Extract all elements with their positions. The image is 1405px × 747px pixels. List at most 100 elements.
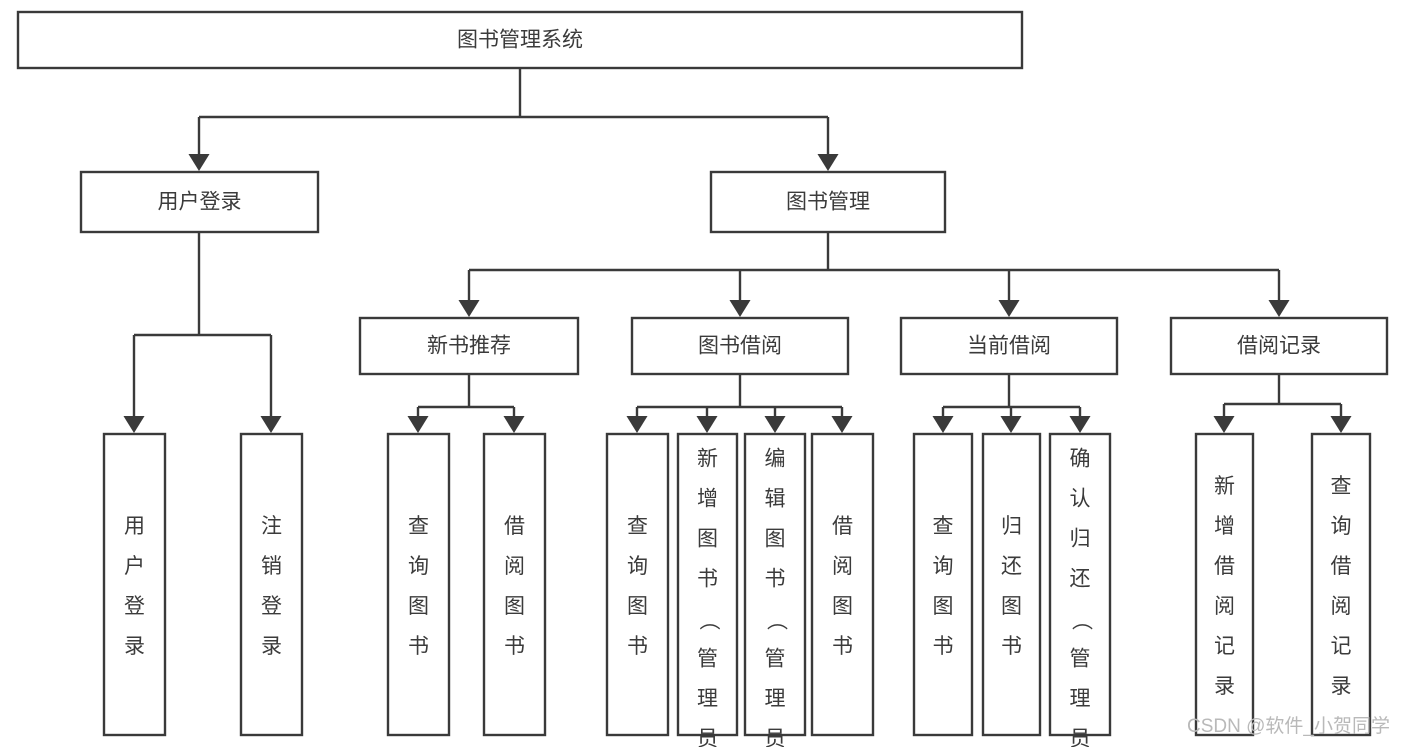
node-root[interactable]: 图书管理系统 <box>16 10 1024 70</box>
node-label-char: 阅 <box>1214 595 1235 618</box>
node-label-char: 归 <box>1001 515 1022 538</box>
arrow-head-icon <box>817 154 839 171</box>
node-label: 图书管理系统 <box>457 29 583 52</box>
node-label-char: 图 <box>1001 595 1022 618</box>
node-box[interactable] <box>1169 316 1389 376</box>
node-label: 新书推荐 <box>427 335 511 358</box>
node-box[interactable] <box>676 432 739 737</box>
node-box[interactable] <box>1048 432 1112 737</box>
node-borrow-record[interactable]: 借阅记录 <box>1169 316 1389 376</box>
node-label-char: 询 <box>933 555 954 578</box>
arrow-head-icon <box>458 300 480 317</box>
node-book-manage[interactable]: 图书管理 <box>709 170 947 234</box>
node-box[interactable] <box>709 170 947 234</box>
node-label-char: （ <box>697 610 720 631</box>
node-label-char: 理 <box>1070 688 1091 711</box>
node-box[interactable] <box>386 432 451 737</box>
arrow-head-icon <box>188 154 210 171</box>
node-label-char: 询 <box>408 555 429 578</box>
node-box[interactable] <box>810 432 875 737</box>
node-label-char: 书 <box>408 635 429 658</box>
arrow-head-icon <box>626 416 648 433</box>
node-label-char: 录 <box>1214 675 1235 698</box>
node-layer: 图书管理系统用户登录图书管理新书推荐图书借阅当前借阅借阅记录用户登录注销登录查询… <box>16 10 1389 747</box>
node-label-char: 员 <box>697 728 718 747</box>
node-box[interactable] <box>16 10 1024 70</box>
node-box[interactable] <box>239 432 304 737</box>
arrow-head-icon <box>1000 416 1022 433</box>
node-new-book-rec[interactable]: 新书推荐 <box>358 316 580 376</box>
node-box[interactable] <box>482 432 547 737</box>
node-box[interactable] <box>79 170 320 234</box>
arrow-head-icon <box>1330 416 1352 433</box>
node-label-char: 管 <box>1070 648 1091 671</box>
arrow-head-icon <box>1268 300 1290 317</box>
node-label-char: 询 <box>627 555 648 578</box>
node-label-char: 销 <box>261 555 282 578</box>
node-label: 图书借阅 <box>698 335 782 358</box>
node-label-char: 图 <box>627 595 648 618</box>
conn-borrowrecord-to-leaves <box>1213 374 1352 433</box>
node-box[interactable] <box>630 316 850 376</box>
node-user-login[interactable]: 用户登录 <box>79 170 320 234</box>
node-box[interactable] <box>1194 432 1255 737</box>
arrow-head-icon <box>729 300 751 317</box>
node-label-char: 书 <box>697 568 718 591</box>
node-box[interactable] <box>1310 432 1372 737</box>
node-box[interactable] <box>981 432 1042 737</box>
node-label-char: 阅 <box>504 555 525 578</box>
node-label-char: 书 <box>504 635 525 658</box>
conn-currentborrow-to-leaves <box>932 374 1091 433</box>
node-leaf-user-login[interactable]: 用户登录 <box>102 432 167 737</box>
node-box[interactable] <box>102 432 167 737</box>
node-label-char: 还 <box>1001 555 1022 578</box>
node-label-char: 查 <box>1331 475 1352 498</box>
node-box[interactable] <box>358 316 580 376</box>
node-label-char: 图 <box>765 528 786 551</box>
node-label-char: 管 <box>765 648 786 671</box>
arrow-head-icon <box>407 416 429 433</box>
arrow-head-icon <box>932 416 954 433</box>
node-label-char: 登 <box>124 595 145 618</box>
node-box[interactable] <box>899 316 1119 376</box>
conn-root-to-level1 <box>188 68 839 171</box>
arrow-head-icon <box>503 416 525 433</box>
node-label-char: 借 <box>1214 555 1235 578</box>
node-label-char: 书 <box>933 635 954 658</box>
node-label-char: 理 <box>697 688 718 711</box>
node-box[interactable] <box>912 432 974 737</box>
arrow-head-icon <box>831 416 853 433</box>
node-label-char: 员 <box>1070 728 1091 747</box>
arrow-head-icon <box>260 416 282 433</box>
node-label-char: 借 <box>832 515 853 538</box>
node-book-borrow[interactable]: 图书借阅 <box>630 316 850 376</box>
node-label-char: 录 <box>124 635 145 658</box>
node-current-borrow[interactable]: 当前借阅 <box>899 316 1119 376</box>
node-box[interactable] <box>743 432 807 737</box>
csdn-watermark: CSDN @软件_小贺同学 <box>1187 715 1390 737</box>
node-label-char: 用 <box>124 515 145 538</box>
node-label-char: 借 <box>1331 555 1352 578</box>
node-label-char: 查 <box>933 515 954 538</box>
node-label: 用户登录 <box>158 191 242 214</box>
node-label-char: 查 <box>408 515 429 538</box>
node-label-char: 登 <box>261 595 282 618</box>
conn-bookmanage-to-level2 <box>458 232 1290 317</box>
arrow-head-icon <box>1069 416 1091 433</box>
node-label-char: 书 <box>627 635 648 658</box>
node-box[interactable] <box>605 432 670 737</box>
node-label-char: 认 <box>1070 488 1091 511</box>
